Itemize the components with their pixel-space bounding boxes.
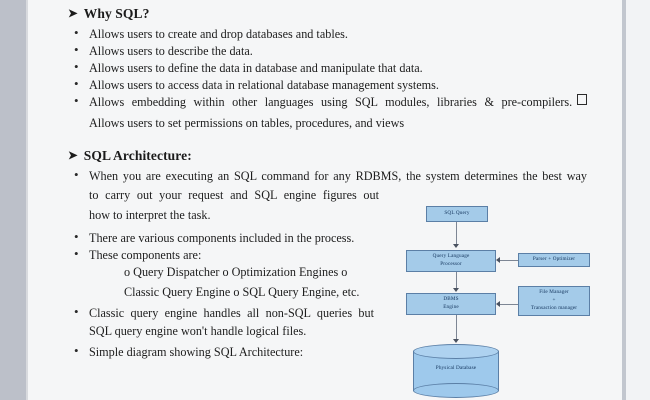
bullet-text: There are various components included in… [89, 231, 355, 245]
sub-list-item: Classic Query Engine o SQL Query Engine,… [124, 285, 360, 299]
arrowhead-icon [496, 257, 500, 263]
arrow-bullet-icon: ➤ [68, 8, 78, 20]
list-item: • There are various components included … [74, 229, 414, 246]
list-item: • Classic query engine handles all non-S… [74, 304, 374, 321]
bullet-continuation-text: Allows users to set permissions on table… [89, 116, 405, 130]
bullet-text: Allows users to define the data in datab… [89, 61, 423, 75]
sql-architecture-diagram: SQL Query Query Language Processor Parse… [388, 198, 618, 400]
sub-list-item: o Query Dispatcher o Optimization Engine… [124, 265, 348, 279]
connector-line [500, 304, 518, 305]
arrowhead-icon [453, 339, 459, 343]
diagram-node-dbms-engine: DBMS Engine [406, 293, 496, 315]
bullet-marker-icon: • [74, 167, 79, 182]
bullet-text: Simple diagram showing SQL Architecture: [89, 345, 304, 359]
right-edge-divider [622, 0, 626, 400]
bullet-text: Allows embedding within other languages … [89, 95, 573, 109]
cylinder-bottom-ellipse [413, 383, 499, 398]
list-item: • When you are executing an SQL command … [74, 167, 587, 184]
bullet-marker-icon: • [74, 246, 79, 261]
cylinder-top-ellipse [413, 344, 499, 359]
list-item: • Allows users to define the data in dat… [74, 59, 504, 76]
list-item: • Allows embedding within other language… [74, 93, 587, 110]
connector-line [456, 315, 457, 341]
bullet-marker-icon: • [74, 93, 79, 108]
bullet-text: Allows users to describe the data. [89, 44, 253, 58]
section-two-heading-text: SQL Architecture: [83, 148, 192, 163]
diagram-node-label-line1: DBMS [443, 296, 459, 303]
bullet-text: When you are executing an SQL command fo… [89, 169, 587, 183]
list-item: • Allows users to describe the data. [74, 42, 494, 59]
section-heading-sql-architecture: ➤ SQL Architecture: [68, 148, 192, 164]
bullet-marker-icon: • [74, 304, 79, 319]
slide-content: ➤ Why SQL? • Allows users to create and d… [28, 0, 622, 400]
diagram-node-parser-optimizer: Parser + Optimizer [518, 253, 590, 267]
connector-line [456, 222, 457, 246]
bullet-continuation-text: how to interpret the task. [89, 208, 211, 222]
diagram-node-file-manager-transaction-manager: File Manager + Transaction manager [518, 286, 590, 316]
diagram-node-label: Parser + Optimizer [532, 256, 576, 263]
bullet-continuation-text: SQL query engine won't handle logical fi… [89, 324, 307, 338]
arrow-bullet-icon: ➤ [68, 150, 78, 162]
diagram-node-query-language-processor: Query Language Processor [406, 250, 496, 272]
diagram-node-label-line2: + [552, 297, 556, 304]
bullet-marker-icon: • [74, 229, 79, 244]
list-item: • These components are: [74, 246, 414, 263]
right-letterbox-band [626, 0, 650, 400]
diagram-node-label-line1: Query Language [432, 253, 470, 260]
diagram-node-sql-query: SQL Query [426, 206, 488, 222]
list-item: • Allows users to create and drop databa… [74, 25, 494, 42]
diagram-node-label-line2: Engine [443, 304, 459, 310]
bullet-text: These components are: [89, 248, 202, 262]
section-one-heading-text: Why SQL? [83, 6, 150, 21]
list-item: • Simple diagram showing SQL Architectur… [74, 343, 374, 360]
list-item: • Allows users to access data in relatio… [74, 76, 514, 93]
connector-line [500, 260, 518, 261]
bullet-marker-icon: • [74, 76, 79, 91]
bullet-continuation-text: to carry out your request and SQL engine… [89, 188, 379, 202]
diagram-node-label-line1: File Manager [539, 289, 569, 296]
left-letterbox-band [0, 0, 26, 400]
connector-line [456, 272, 457, 290]
bullet-marker-icon: • [74, 42, 79, 57]
diagram-node-label: SQL Query [444, 210, 470, 217]
diagram-node-label-line3: Transaction manager [530, 304, 578, 311]
arrowhead-icon [453, 244, 459, 248]
diagram-node-physical-database: Physical Database [413, 344, 499, 398]
bullet-marker-icon: • [74, 25, 79, 40]
missing-glyph-box-icon [577, 94, 587, 105]
bullet-marker-icon: • [74, 59, 79, 74]
bullet-text: Allows users to access data in relationa… [89, 78, 439, 92]
arrowhead-icon [453, 288, 459, 292]
section-heading-why-sql: ➤ Why SQL? [68, 6, 149, 22]
left-edge-divider [26, 0, 28, 400]
bullet-text: Classic query engine handles all non-SQL… [89, 306, 374, 320]
diagram-node-label-line2: Processor [440, 261, 462, 267]
diagram-node-label: Physical Database [435, 365, 477, 371]
arrowhead-icon [496, 301, 500, 307]
bullet-marker-icon: • [74, 343, 79, 358]
bullet-text: Allows users to create and drop database… [89, 27, 348, 41]
